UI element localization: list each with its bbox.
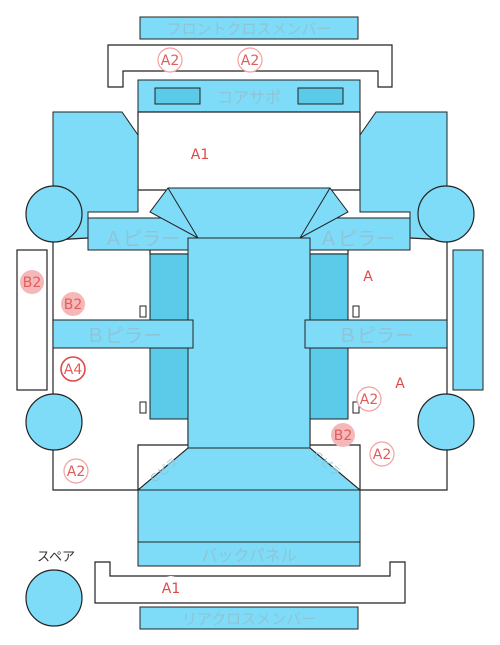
a-pillar-right-label: Ａピラー xyxy=(319,228,395,250)
hood-outline xyxy=(137,111,361,191)
left-front-door-badge-fill xyxy=(61,292,85,316)
left-rear-door-handle xyxy=(139,401,147,414)
left-rear-fender-badge-ring xyxy=(63,458,89,484)
left-headlight xyxy=(154,87,201,105)
b-pillar-right-label: Ｂピラー xyxy=(338,325,414,347)
spare-tire xyxy=(25,569,83,627)
core-support-label: コアサポ xyxy=(217,88,281,107)
left-rear-fender-mark: A2 xyxy=(67,464,85,480)
front-right-badge-ring xyxy=(237,47,263,73)
front-left-mark: A2 xyxy=(161,53,179,69)
left-rear-door-badge-ring xyxy=(60,356,86,382)
windshield-edges xyxy=(167,187,331,239)
left-side-mark: B2 xyxy=(23,275,42,291)
rear-bumper-outline xyxy=(94,561,406,604)
roof-panel xyxy=(187,237,311,449)
back-panel xyxy=(137,541,361,567)
front-right-mark: A2 xyxy=(241,53,259,69)
left-side-badge-fill xyxy=(20,270,44,294)
right-rear-fender-a2-badge-ring xyxy=(369,441,395,467)
right-rear-door-handle xyxy=(352,401,360,414)
back-panel-label: バックパネル xyxy=(201,546,296,565)
left-rear-wheel xyxy=(25,393,83,451)
right-front-wheel xyxy=(417,185,475,243)
right-rear-fender-b2-mark: B2 xyxy=(334,428,353,444)
left-b-pillar xyxy=(52,319,194,349)
trunk-lid xyxy=(137,489,361,543)
right-rear-door-mark: A xyxy=(395,376,405,392)
right-front-door-handle xyxy=(352,305,360,318)
spare-label: スペア xyxy=(37,550,75,565)
rear-cross-member-panel xyxy=(139,606,359,630)
left-side-skirt xyxy=(16,249,48,391)
right-rear-wheel xyxy=(417,393,475,451)
right-rear-door-badge-mark: A2 xyxy=(360,392,378,408)
left-front-wheel xyxy=(25,185,83,243)
front-cross-member-panel xyxy=(139,16,359,40)
right-b-pillar xyxy=(304,319,448,349)
c-pillar-edges xyxy=(137,447,361,491)
right-side-skirt xyxy=(452,249,484,391)
b-pillar-left-label: Ｂピラー xyxy=(86,325,162,347)
right-rear-door-badge-ring xyxy=(356,386,382,412)
left-rear-door-mark: A4 xyxy=(64,362,83,378)
right-headlight xyxy=(297,87,344,105)
hood-mark: A1 xyxy=(191,147,209,163)
right-rear-fender-a2-mark: A2 xyxy=(373,447,391,463)
front-left-badge-ring xyxy=(157,47,183,73)
right-rear-fender-b2-badge-fill xyxy=(331,423,355,447)
right-front-door-mark: A xyxy=(363,269,373,285)
a-pillar-left-label: Ａピラー xyxy=(104,228,180,250)
rear-cross-member-label: リアクロスメンバー xyxy=(182,610,316,628)
left-front-door-handle xyxy=(139,305,147,318)
left-front-door-mark: B2 xyxy=(64,297,83,313)
front-cross-member-label: フロントクロスメンバー xyxy=(166,20,331,38)
rear-member-badge-bg xyxy=(159,576,183,600)
rear-member-mark: A1 xyxy=(162,581,180,597)
